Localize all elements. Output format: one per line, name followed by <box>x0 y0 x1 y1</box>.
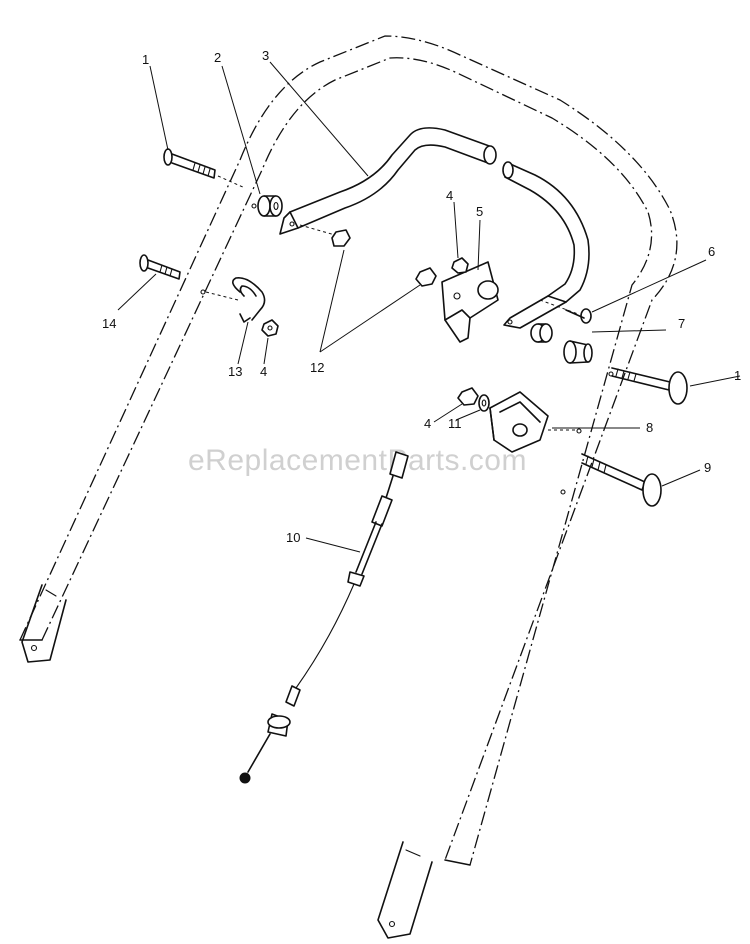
upper-handle-outline <box>19 35 678 866</box>
control-cable-10 <box>239 451 409 784</box>
right-handle-end <box>377 841 471 939</box>
cable-clip-13 <box>205 276 266 323</box>
callout-5: 5 <box>476 204 483 219</box>
nut-4-upper <box>451 257 469 274</box>
callout-10: 10 <box>286 530 300 545</box>
callout-1-right: 1 <box>734 368 741 383</box>
bolt-9 <box>581 453 662 507</box>
nut-12-left <box>299 224 351 247</box>
callout-4-left: 4 <box>260 364 267 379</box>
washer-11 <box>478 394 490 412</box>
callouts: 1 2 3 4 5 6 7 1 8 9 4 11 10 14 13 4 12 <box>102 48 741 545</box>
callout-6: 6 <box>708 244 715 259</box>
spacer-7 <box>530 323 553 343</box>
pivot-7 <box>563 340 593 364</box>
left-handle-end <box>19 584 67 663</box>
nut-4-lower <box>457 387 479 406</box>
bolt-6 <box>539 299 592 324</box>
callout-12: 12 <box>310 360 324 375</box>
bolt-right-1 <box>611 367 688 405</box>
callout-9: 9 <box>704 460 711 475</box>
callout-7: 7 <box>678 316 685 331</box>
bracket-8 <box>489 391 575 453</box>
watermark-text: eReplacementParts.com <box>188 444 527 477</box>
callout-13: 13 <box>228 364 242 379</box>
callout-3: 3 <box>262 48 269 63</box>
bracket-5 <box>441 261 499 343</box>
callout-2: 2 <box>214 50 221 65</box>
bushing-2 <box>257 195 283 217</box>
callout-8: 8 <box>646 420 653 435</box>
callout-4-upper: 4 <box>446 188 453 203</box>
control-bail <box>279 127 590 329</box>
nut-4-left <box>261 319 279 337</box>
handle-holes <box>200 203 614 495</box>
callout-11: 11 <box>448 416 462 431</box>
bolt-14 <box>139 254 181 280</box>
callout-14: 14 <box>102 316 116 331</box>
bolt-top-left <box>163 148 246 189</box>
nut-12-right <box>415 267 437 287</box>
callout-1-top: 1 <box>142 52 149 67</box>
leader-lines <box>117 61 741 553</box>
callout-4-lower: 4 <box>424 416 431 431</box>
